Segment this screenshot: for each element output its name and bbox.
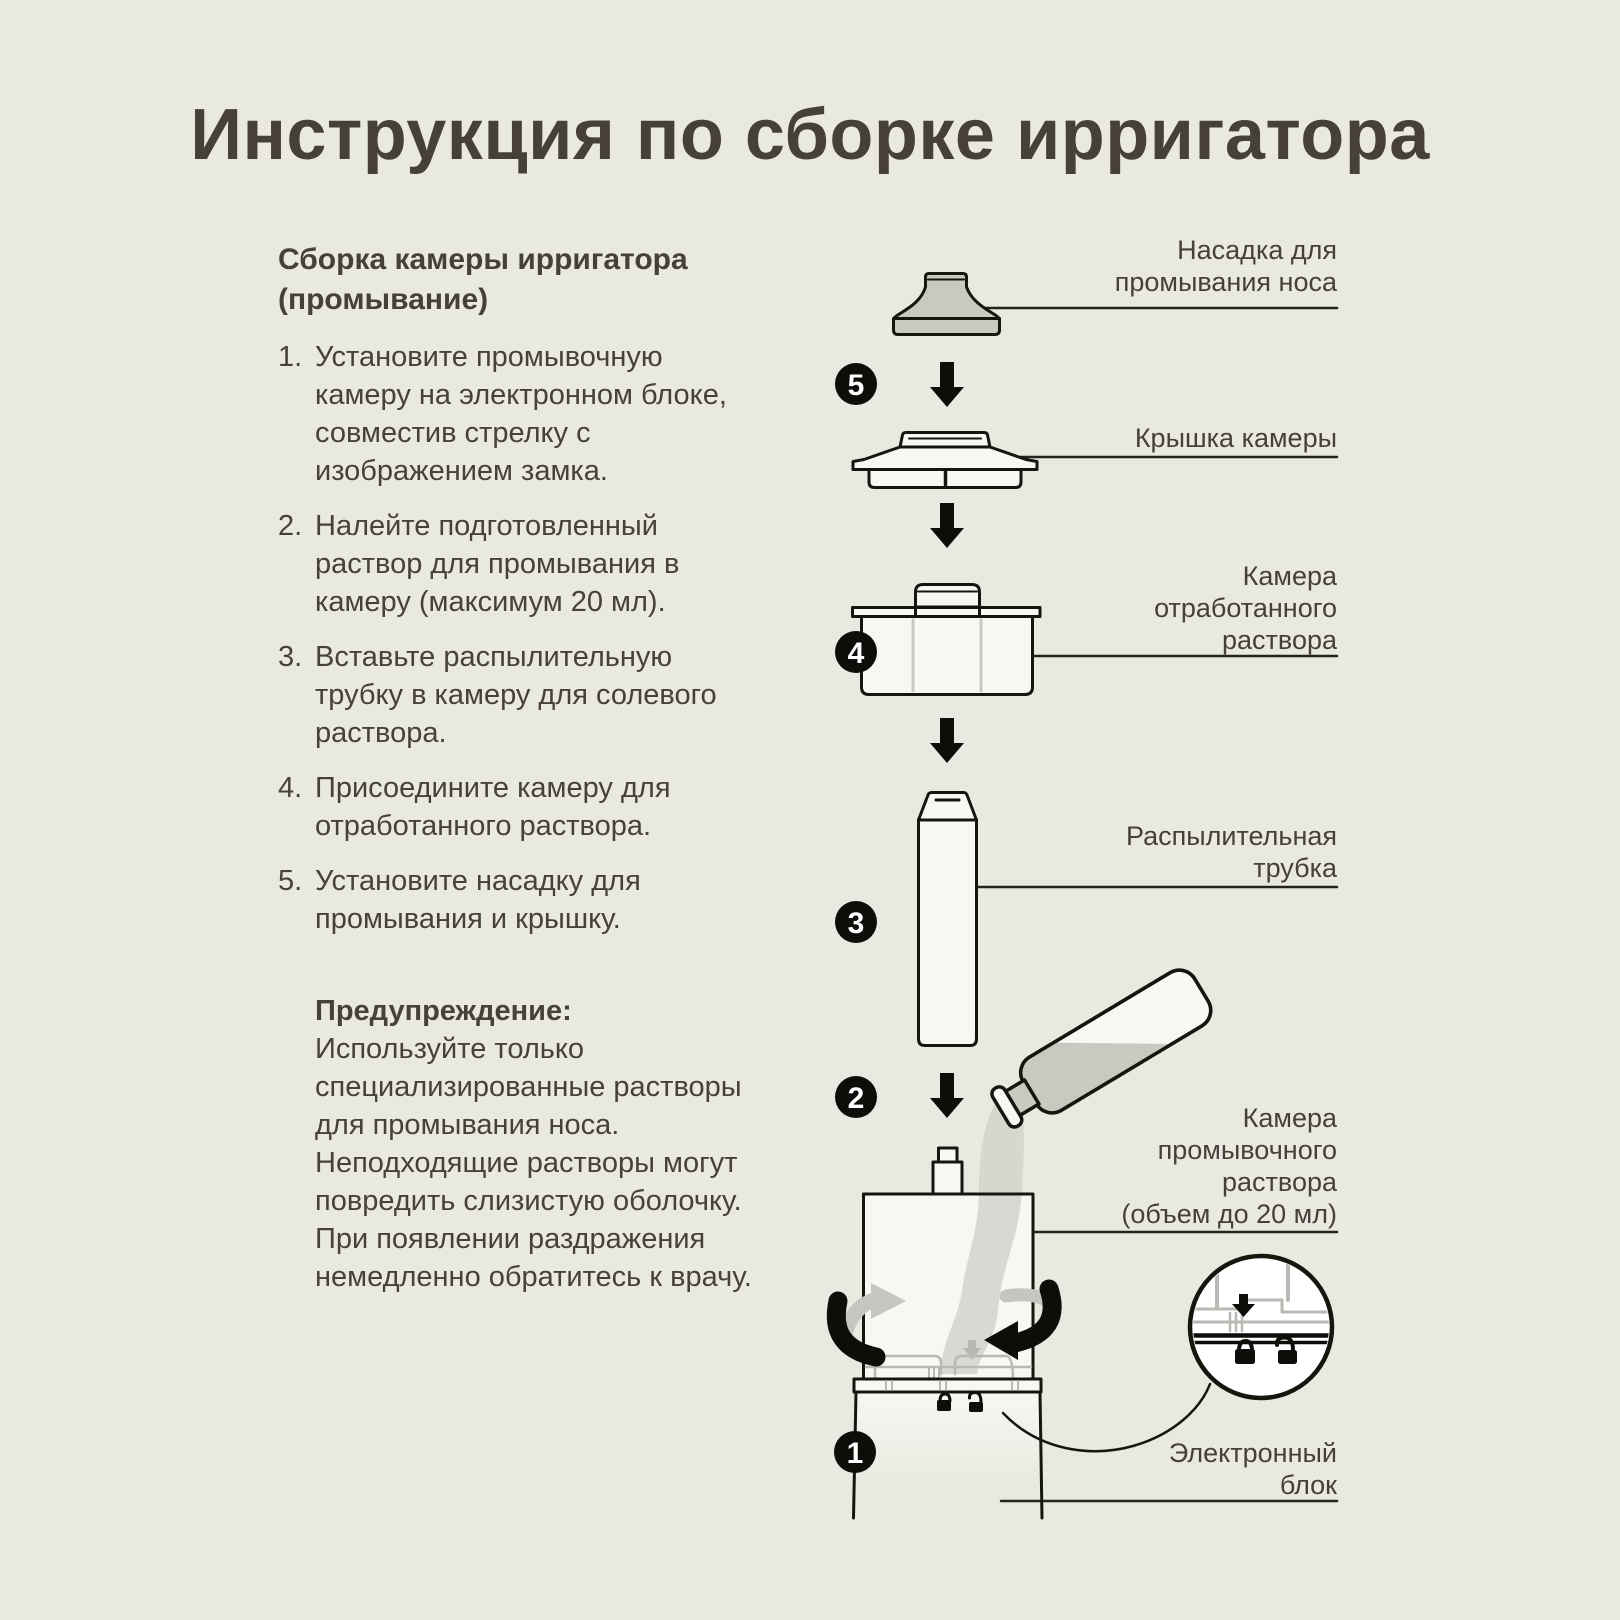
step-text: Установите насадку для промывания и крыш…: [315, 865, 641, 935]
electronic-unit-part: [852, 1377, 1044, 1520]
arrow-down-icon: [1232, 1294, 1255, 1317]
step-number: 1.: [278, 341, 303, 373]
waste-chamber-part: [851, 583, 1042, 696]
instruction-step: 3. Вставьте распылительную трубку в каме…: [278, 638, 764, 752]
instruction-step: 5. Установите насадку для промывания и к…: [278, 862, 764, 938]
label-nozzle: Насадка для промывания носа: [1114, 235, 1337, 297]
svg-text:5: 5: [848, 369, 865, 402]
step-badge-3: 3: [835, 901, 877, 943]
instructions-panel: Сборка камеры ирригатора (промывание) 1.…: [278, 240, 764, 1296]
warning-title: Предупреждение:: [315, 995, 572, 1027]
step-badge-5: 5: [835, 363, 877, 405]
lock-closed-icon: [937, 1392, 952, 1411]
instruction-step: 4. Присоедините камеру для отработанного…: [278, 769, 764, 845]
arrow-down-icon: [930, 1073, 964, 1118]
svg-text:4: 4: [848, 637, 865, 670]
lock-closed-icon: [1235, 1339, 1255, 1364]
label-electronic-unit: Электронный блок: [1168, 1438, 1337, 1500]
warning-text: Используйте только специализированные ра…: [315, 1033, 752, 1293]
lock-open-icon: [1274, 1335, 1297, 1364]
step-number: 4.: [278, 772, 303, 804]
svg-text:3: 3: [848, 907, 865, 940]
page-title: Инструкция по сборке ирригатора: [190, 95, 1430, 175]
step-text: Вставьте распылительную трубку в камеру …: [315, 641, 717, 749]
step-number: 5.: [278, 865, 303, 897]
instruction-step: 1. Установите промывочную камеру на элек…: [278, 338, 764, 490]
svg-text:2: 2: [848, 1082, 865, 1115]
step-text: Установите промывочную камеру на электро…: [315, 341, 727, 487]
instruction-step: 2. Налейте подготовленный раствор для пр…: [278, 507, 764, 621]
instructions-heading: Сборка камеры ирригатора (промывание): [278, 243, 688, 316]
step-text: Присоедините камеру для отработанного ра…: [315, 772, 671, 842]
arrow-down-icon: [930, 362, 964, 407]
spray-tube-part: [917, 791, 978, 1047]
chamber-lid-part: [851, 431, 1039, 489]
step-badge-1: 1: [834, 1431, 876, 1473]
step-badge-2: 2: [835, 1076, 877, 1118]
warning-block: Предупреждение: Используйте только специ…: [315, 992, 764, 1296]
pour-stream: [940, 1094, 1024, 1374]
step-badge-4: 4: [835, 631, 877, 673]
arrow-down-icon: [930, 718, 964, 763]
magnifier-pointer-line: [1001, 1382, 1212, 1453]
lock-open-icon: [967, 1390, 983, 1412]
nozzle-part: [892, 272, 1001, 336]
rotate-arrows-icon: [826, 1279, 1062, 1367]
label-chamber-lid: Крышка камеры: [1134, 423, 1337, 453]
arrow-down-icon: [930, 503, 964, 548]
step-text: Налейте подготовленный раствор для промы…: [315, 510, 680, 618]
svg-text:1: 1: [847, 1437, 864, 1470]
label-wash-chamber: Камера промывочного раствора (объем до 2…: [1121, 1103, 1337, 1229]
label-waste-chamber: Камера отработанного раствора: [1154, 561, 1337, 655]
step-number: 3.: [278, 641, 303, 673]
magnifier-detail: [1187, 1253, 1335, 1401]
step-number: 2.: [278, 510, 303, 542]
bottle-icon: [990, 968, 1213, 1129]
label-spray-tube: Распылительная трубка: [1125, 821, 1337, 883]
